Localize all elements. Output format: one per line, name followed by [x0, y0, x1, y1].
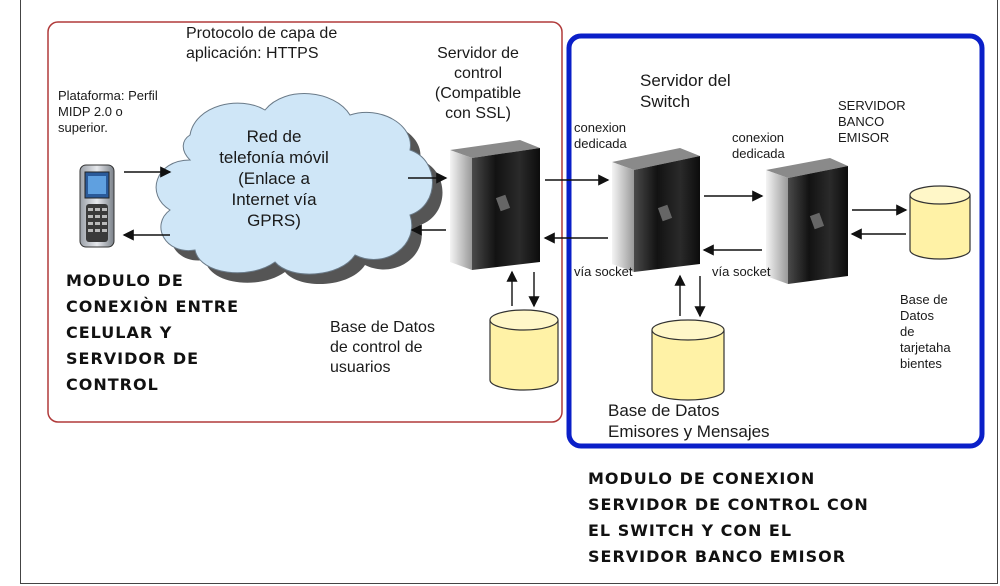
platform-label: Plataforma: Perfil MIDP 2.0 o superior. [58, 88, 158, 135]
dedicated-connection-label-1: conexion dedicada [574, 120, 627, 151]
outer-frame [20, 0, 998, 584]
network-label: Red de telefonía móvil (Enlace a Interne… [219, 127, 329, 230]
bank-server-label: SERVIDOR BANCO EMISOR [838, 98, 906, 145]
switch-server-label: Servidor del Switch [640, 71, 731, 111]
server-icon [612, 148, 700, 272]
socket-label-1: vía socket [574, 264, 633, 279]
cloud-icon [155, 93, 443, 285]
arrow-icon [122, 166, 908, 318]
db-control-label: Base de Datos de control de usuarios [330, 319, 435, 376]
database-icon [909, 185, 971, 260]
right-module-title: MODULO DE CONEXION SERVIDOR DE CONTROL C… [588, 469, 869, 566]
server-icon [450, 140, 540, 270]
database-icon [651, 319, 725, 401]
cell-phone-icon [79, 164, 115, 248]
control-server-label: Servidor de control (Compatible con SSL) [434, 45, 522, 122]
left-module-title: MODULO DE CONEXIÒN ENTRE CELULAR Y SERVI… [66, 271, 239, 394]
server-icon [766, 158, 848, 284]
protocol-label: Protocolo de capa de aplicación: HTTPS [186, 25, 338, 62]
socket-label-2: vía socket [712, 264, 771, 279]
db-cardholders-label: Base de Datos de tarjetaha bientes [900, 292, 951, 371]
dedicated-connection-label-2: conexion dedicada [732, 130, 785, 161]
right-module-border [566, 33, 985, 449]
db-issuers-label: Base de Datos Emisores y Mensajes [608, 401, 770, 441]
left-module-border [47, 21, 563, 423]
database-icon [489, 309, 559, 391]
